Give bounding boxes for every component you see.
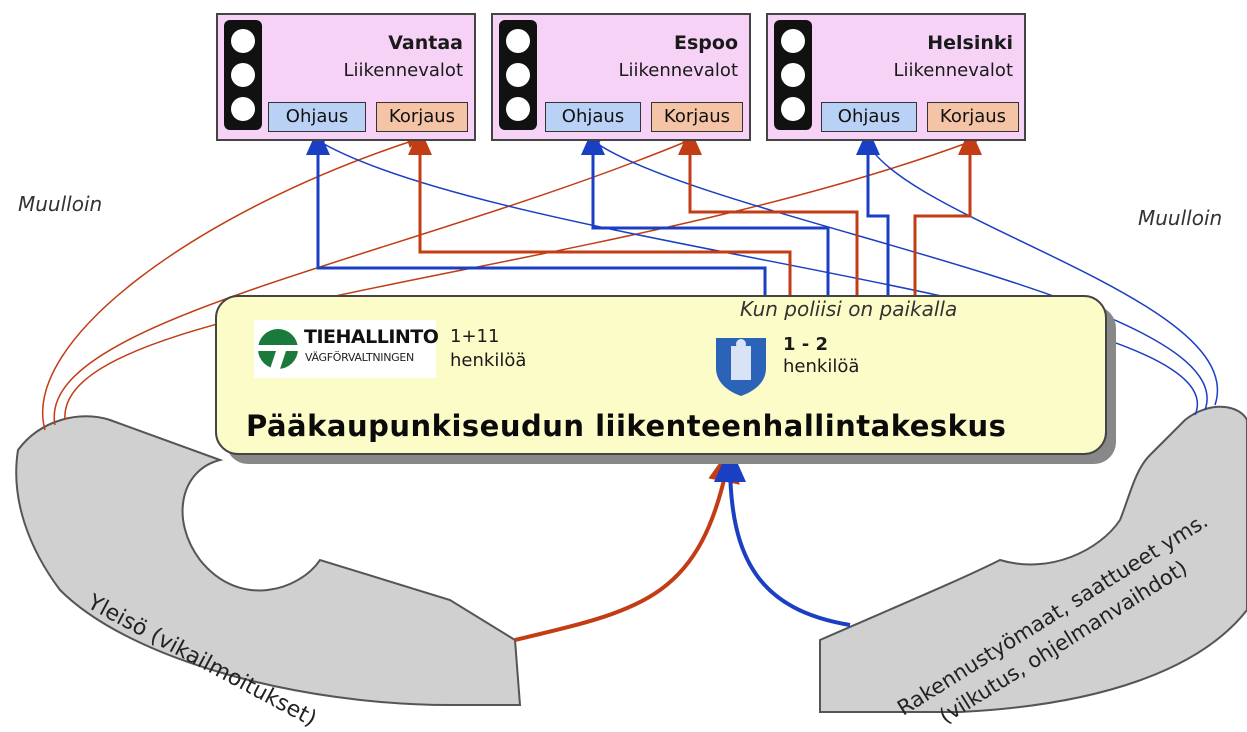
left-thin-line-3 bbox=[64, 136, 981, 421]
repair-line-vantaa bbox=[408, 128, 792, 298]
right-thin-line-1 bbox=[311, 136, 1199, 416]
repair-line-espoo bbox=[678, 128, 859, 298]
center-box bbox=[215, 295, 1107, 455]
city-name-espoo: Espoo bbox=[674, 32, 738, 54]
construction-to-center-line bbox=[714, 446, 851, 627]
repair-button-vantaa: Korjaus bbox=[376, 102, 468, 132]
control-line-vantaa bbox=[306, 128, 767, 298]
tiehallinto-logo-subtext: VÄGFÖRVALTNINGEN bbox=[305, 351, 414, 364]
police-count: 1 - 2 bbox=[783, 334, 829, 355]
public-to-center-line bbox=[514, 446, 740, 642]
diagram-stage: Vantaa Liikennevalot Ohjaus Korjaus Espo… bbox=[15, 13, 1247, 732]
right-otherwise-label: Muulloin bbox=[1138, 206, 1223, 230]
city-name-helsinki: Helsinki bbox=[927, 32, 1013, 54]
control-line-helsinki bbox=[856, 128, 890, 298]
police-emblem-icon bbox=[716, 338, 766, 396]
city-subtitle-espoo: Liikennevalot bbox=[618, 60, 738, 81]
control-button-vantaa: Ohjaus bbox=[268, 102, 366, 132]
city-subtitle-vantaa: Liikennevalot bbox=[343, 60, 463, 81]
city-name-vantaa: Vantaa bbox=[388, 32, 463, 54]
repair-button-espoo: Korjaus bbox=[651, 102, 743, 132]
repair-line-helsinki bbox=[913, 128, 982, 298]
control-button-helsinki: Ohjaus bbox=[821, 102, 917, 132]
city-subtitle-helsinki: Liikennevalot bbox=[893, 60, 1013, 81]
repair-button-helsinki: Korjaus bbox=[927, 102, 1019, 132]
police-unit: henkilöä bbox=[783, 356, 860, 377]
tiehallinto-count: 1+11 bbox=[450, 326, 500, 347]
public-source-shape bbox=[15, 415, 522, 706]
left-otherwise-label: Muulloin bbox=[18, 192, 103, 216]
tiehallinto-logo-text: TIEHALLINTO bbox=[304, 326, 439, 348]
right-thin-line-2 bbox=[587, 136, 1208, 411]
right-thin-line-3 bbox=[863, 134, 1219, 406]
police-note: Kun poliisi on paikalla bbox=[740, 297, 958, 321]
tiehallinto-logo bbox=[254, 320, 436, 378]
control-line-espoo bbox=[581, 128, 830, 298]
control-button-espoo: Ohjaus bbox=[545, 102, 641, 132]
tiehallinto-unit: henkilöä bbox=[450, 350, 527, 371]
left-thin-line-2 bbox=[53, 137, 696, 426]
center-title: Pääkaupunkiseudun liikenteenhallintakesk… bbox=[246, 409, 1007, 443]
city-box-vantaa bbox=[216, 13, 476, 141]
left-thin-line-1 bbox=[42, 136, 421, 431]
diagram-canvas bbox=[15, 13, 1247, 713]
